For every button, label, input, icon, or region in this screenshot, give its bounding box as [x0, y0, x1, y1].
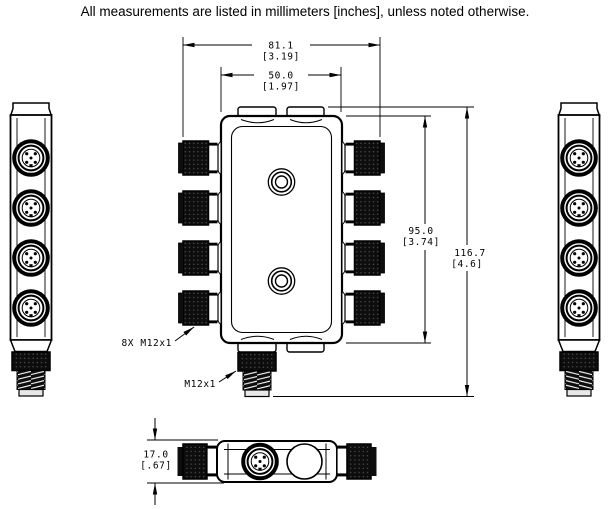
dim-thickness-mm: 17.0	[143, 450, 168, 461]
m12-connector-face	[241, 442, 279, 481]
bottom-view	[177, 440, 377, 483]
dimension-body-height: 95.0 [3.74]	[346, 115, 440, 344]
dim-body-height-mm: 95.0	[408, 226, 433, 237]
dim-body-height-in: [3.74]	[402, 237, 440, 248]
mounting-hole	[267, 267, 296, 295]
label-side-connectors: 8X M12x1	[121, 326, 195, 349]
bottom-connector-callout: M12x1	[184, 379, 216, 390]
dim-body-width-mm: 50.0	[268, 71, 293, 82]
dimension-thickness: 17.0 [.67]	[140, 418, 224, 505]
dim-overall-height-in: [4.6]	[451, 259, 483, 270]
mounting-hole	[267, 168, 296, 196]
junction-box-body	[219, 114, 344, 345]
front-view	[177, 106, 386, 398]
dim-overall-width-in: [3.19]	[262, 52, 300, 63]
dimension-overall-height: 116.7 [4.6]	[273, 106, 486, 397]
label-bottom-connector: M12x1	[184, 370, 237, 390]
dimension-overall-width: 81.1 [3.19]	[182, 37, 381, 137]
left-side-view	[11, 103, 52, 396]
junction-box-face	[230, 125, 333, 334]
side-connectors-callout: 8X M12x1	[121, 338, 172, 349]
units-note: All measurements are listed in millimete…	[80, 4, 530, 19]
right-side-view	[559, 103, 600, 396]
dim-overall-width-mm: 81.1	[268, 41, 293, 52]
dim-body-width-in: [1.97]	[262, 82, 300, 93]
bottom-male-port	[237, 351, 277, 398]
blank-port-circle	[286, 443, 323, 480]
dim-overall-height-mm: 116.7	[454, 248, 486, 259]
dim-thickness-in: [.67]	[140, 461, 172, 472]
dimension-body-width: 50.0 [1.97]	[220, 67, 342, 112]
